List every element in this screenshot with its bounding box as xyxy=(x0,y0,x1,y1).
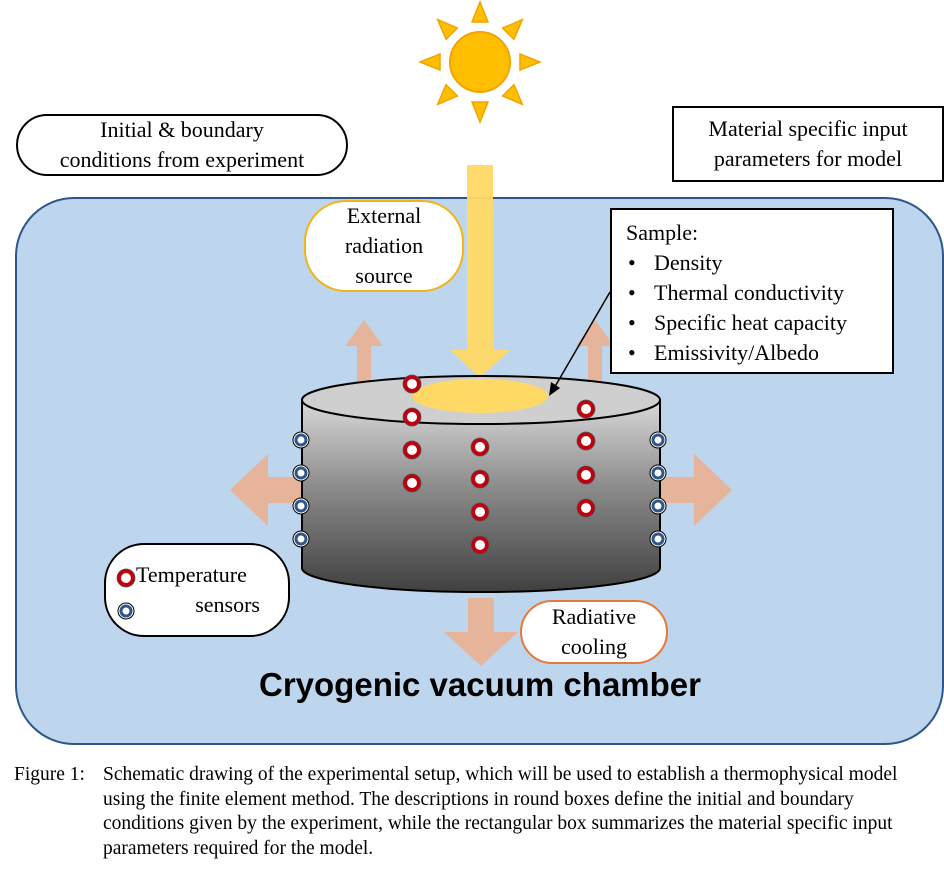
temperature-sensor-icon xyxy=(402,473,422,493)
external-radiation-label: External radiation source xyxy=(344,203,424,288)
temperature-sensor-icon xyxy=(292,431,310,449)
temperature-sensor-icon xyxy=(576,431,596,451)
temperature-sensors-label-line2: sensors xyxy=(195,592,260,617)
sun-icon xyxy=(417,0,543,125)
heat-flow-arrow-right xyxy=(660,454,732,526)
sample-properties-box: Sample: Density Thermal conductivity Spe… xyxy=(610,208,894,374)
temperature-sensor-icon xyxy=(116,568,136,588)
radiative-cooling-label: Radiative cooling xyxy=(551,604,637,659)
caption-text: Schematic drawing of the experimental se… xyxy=(103,764,898,859)
list-item: Emissivity/Albedo xyxy=(626,338,892,368)
temperature-sensor-icon xyxy=(576,465,596,485)
chamber-label: Cryogenic vacuum chamber xyxy=(259,666,701,703)
pointer-arrow xyxy=(552,291,611,391)
temperature-sensor-icon xyxy=(649,497,667,515)
list-item: Density xyxy=(626,248,892,278)
temperature-sensor-icon xyxy=(649,464,667,482)
temperature-sensor-icon xyxy=(402,374,422,394)
blue-temperature-sensors xyxy=(292,431,667,548)
initial-conditions-label: Initial & boundary conditions from exper… xyxy=(59,117,305,172)
temperature-sensor-icon xyxy=(649,530,667,548)
sample-heading: Sample: xyxy=(626,220,699,245)
list-item: Specific heat capacity xyxy=(626,308,892,338)
list-item: Thermal conductivity xyxy=(626,278,892,308)
temperature-sensor-icon xyxy=(292,464,310,482)
sample-property-list: Density Thermal conductivity Specific he… xyxy=(626,248,892,368)
caption-prefix: Figure 1: xyxy=(14,764,85,785)
temperature-sensors-legend: Temperature sensors xyxy=(104,543,290,637)
temperature-sensor-icon xyxy=(402,407,422,427)
sample-cylinder xyxy=(301,375,661,593)
heat-flow-arrow-down xyxy=(444,598,518,666)
initial-conditions-box: Initial & boundary conditions from exper… xyxy=(16,114,348,176)
temperature-sensors-label-line1: Temperature xyxy=(136,562,247,587)
temperature-sensor-icon xyxy=(649,431,667,449)
temperature-sensor-icon xyxy=(402,440,422,460)
radiative-cooling-box: Radiative cooling xyxy=(520,600,668,664)
temperature-sensor-icon xyxy=(292,530,310,548)
external-radiation-box: External radiation source xyxy=(304,200,464,292)
radiation-beam-arrow xyxy=(450,165,510,378)
irradiated-spot xyxy=(412,379,548,413)
sensor-legend-icons xyxy=(116,568,136,620)
temperature-sensor-icon xyxy=(117,602,135,620)
material-params-label: Material specific input parameters for m… xyxy=(708,116,908,171)
heat-flow-arrow-up-right xyxy=(576,320,614,392)
temperature-sensor-icon xyxy=(470,502,490,522)
temperature-sensor-icon xyxy=(470,535,490,555)
temperature-sensor-icon xyxy=(470,437,490,457)
material-params-box: Material specific input parameters for m… xyxy=(672,106,944,182)
red-temperature-sensors xyxy=(402,374,596,555)
temperature-sensor-icon xyxy=(576,498,596,518)
heat-flow-arrow-left xyxy=(230,454,302,526)
heat-flow-arrow-up-left xyxy=(345,320,383,392)
temperature-sensor-icon xyxy=(576,399,596,419)
temperature-sensor-icon xyxy=(470,469,490,489)
temperature-sensor-icon xyxy=(292,497,310,515)
